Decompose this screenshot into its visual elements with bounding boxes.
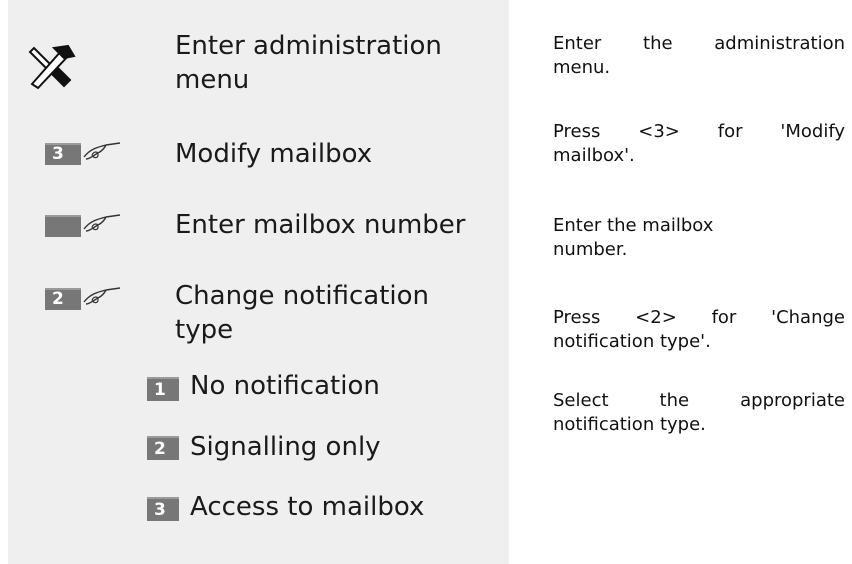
hand-pointer-icon (83, 142, 121, 160)
description-administration: Enter the administration menu. (553, 33, 845, 78)
option-label-signalling-only: Signalling only (190, 432, 381, 462)
description-mailbox-number: Enter the mailbox number. (553, 215, 714, 260)
description-modify-mailbox: Press <3> for 'Modify mailbox'. (553, 121, 845, 166)
option-key-2[interactable]: 2 (147, 436, 179, 460)
tools-icon (28, 44, 76, 90)
option-label-access-to-mailbox: Access to mailbox (190, 492, 425, 522)
step-label-enter-mailbox-number: Enter mailbox number (175, 210, 466, 240)
description-select-notification: Select the appropriate notification type… (553, 390, 845, 435)
option-key-3[interactable]: 3 (147, 497, 179, 521)
key-3-button[interactable]: 3 (45, 143, 81, 165)
step-label-administration: Enter administration menu (175, 31, 442, 95)
option-label-no-notification: No notification (190, 371, 380, 401)
hand-pointer-icon (83, 214, 121, 232)
mailbox-number-key[interactable] (45, 215, 81, 237)
step-label-change-notification-type: Change notification type (175, 281, 430, 345)
key-2-button[interactable]: 2 (45, 288, 81, 310)
option-key-1[interactable]: 1 (147, 377, 179, 401)
hand-pointer-icon (83, 287, 121, 305)
description-change-notification: Press <2> for 'Change notification type'… (553, 307, 845, 352)
instruction-panel (8, 0, 509, 564)
step-label-modify-mailbox: Modify mailbox (175, 139, 373, 169)
